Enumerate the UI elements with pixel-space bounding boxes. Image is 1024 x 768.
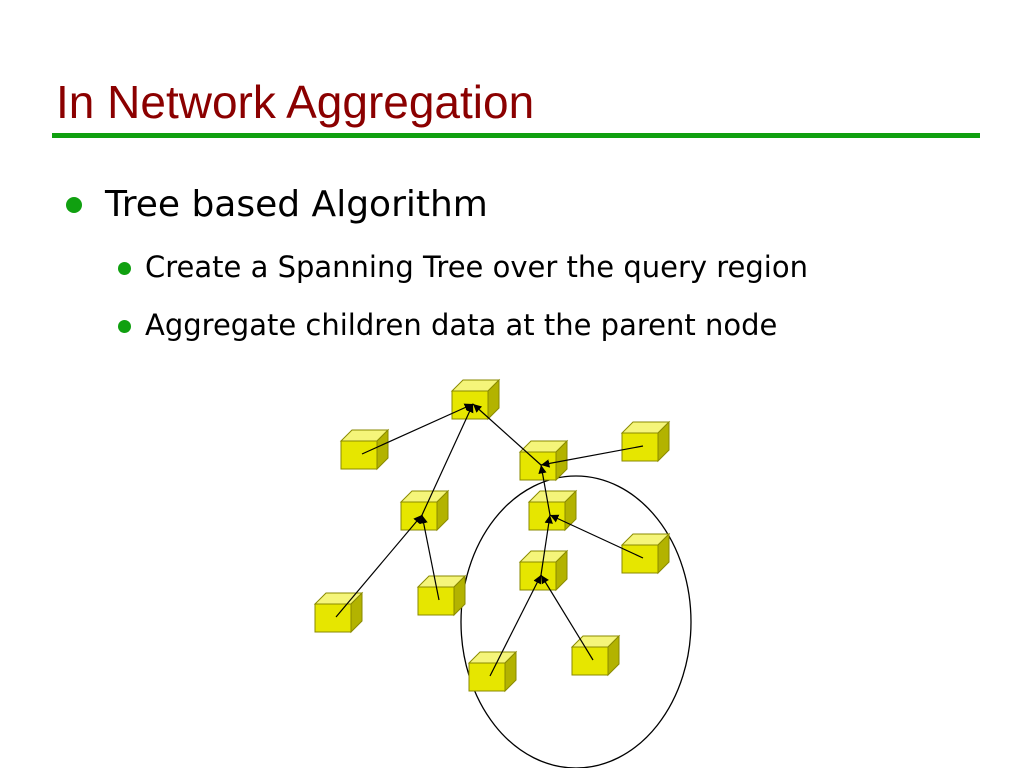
bullet-dot-icon <box>118 320 131 333</box>
node-layer <box>313 378 671 693</box>
edge-left-leaf-to-root <box>361 403 474 455</box>
sensor-node-left-leaf <box>339 428 390 471</box>
edge-left-branch-to-root <box>421 403 474 516</box>
sensor-node-root <box>450 378 501 421</box>
edge-bottom-left-to-left-branch <box>335 514 423 618</box>
edge-right-leaf-to-in-circle-upper <box>549 514 644 559</box>
edge-in-circle-middle-to-in-circle-upper <box>540 514 553 576</box>
bullet-text: Tree based Algorithm <box>105 184 488 225</box>
edge-mid-to-root <box>472 403 542 466</box>
sensor-node-right-leaf <box>620 532 671 575</box>
edge-bottom-mid-to-left-branch <box>419 514 440 601</box>
sensor-node-circle-bottom-right <box>570 634 621 677</box>
edge-layer <box>335 403 644 677</box>
bullet-dot-icon <box>66 197 82 213</box>
bullet-dot-icon <box>118 262 131 275</box>
edge-circle-bottom-left-to-in-circle-middle <box>489 574 542 677</box>
title-divider <box>52 133 980 138</box>
sensor-node-bottom-left <box>313 591 364 634</box>
sensor-node-mid <box>518 439 569 482</box>
sensor-node-bottom-mid <box>416 574 467 617</box>
bullet-text: Aggregate children data at the parent no… <box>145 308 778 342</box>
edge-circle-bottom-right-to-in-circle-middle <box>540 574 594 661</box>
edge-far-right-to-mid <box>540 445 644 468</box>
bullet-text: Create a Spanning Tree over the query re… <box>145 250 808 284</box>
slide-title: In Network Aggregation <box>56 76 535 128</box>
sensor-node-circle-bottom-left <box>467 650 518 693</box>
edge-in-circle-upper-to-mid <box>538 464 551 516</box>
query-region-ellipse <box>460 475 692 768</box>
sensor-node-far-right <box>620 420 671 463</box>
